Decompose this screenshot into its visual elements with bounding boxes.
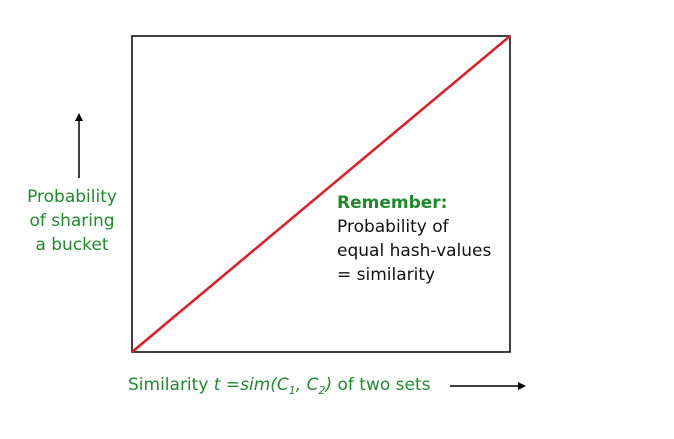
plot-frame xyxy=(131,35,511,353)
y-axis-label-line: a bucket xyxy=(35,235,109,255)
series-line xyxy=(131,35,511,353)
y-axis-label-line: Probability xyxy=(27,187,117,207)
formula-t: t xyxy=(213,375,221,395)
formula-sep: , C xyxy=(295,375,319,395)
annotation-heading: Remember: xyxy=(337,193,448,213)
annotation-line: equal hash-values xyxy=(337,241,492,261)
y-axis-label: Probability of sharing a bucket xyxy=(14,185,130,257)
formula-sub-1: 1 xyxy=(288,384,296,397)
x-axis-formula: t =sim(C1, C2) xyxy=(213,375,333,397)
formula-sub-2: 2 xyxy=(318,384,326,397)
formula-close: ) xyxy=(325,375,333,395)
annotation-line: = similarity xyxy=(337,265,436,285)
x-axis-label: Similarity t =sim(C1, C2) of two sets xyxy=(128,373,431,403)
series-layer xyxy=(131,35,511,353)
y-axis-label-line: of sharing xyxy=(29,211,115,231)
formula-eq: =sim(C xyxy=(225,375,289,395)
annotation-box: Remember: Probability of equal hash-valu… xyxy=(337,191,491,287)
x-axis-label-suffix: of two sets xyxy=(337,375,431,395)
annotation-line: Probability of xyxy=(337,217,449,237)
x-axis-label-prefix: Similarity xyxy=(128,375,209,395)
